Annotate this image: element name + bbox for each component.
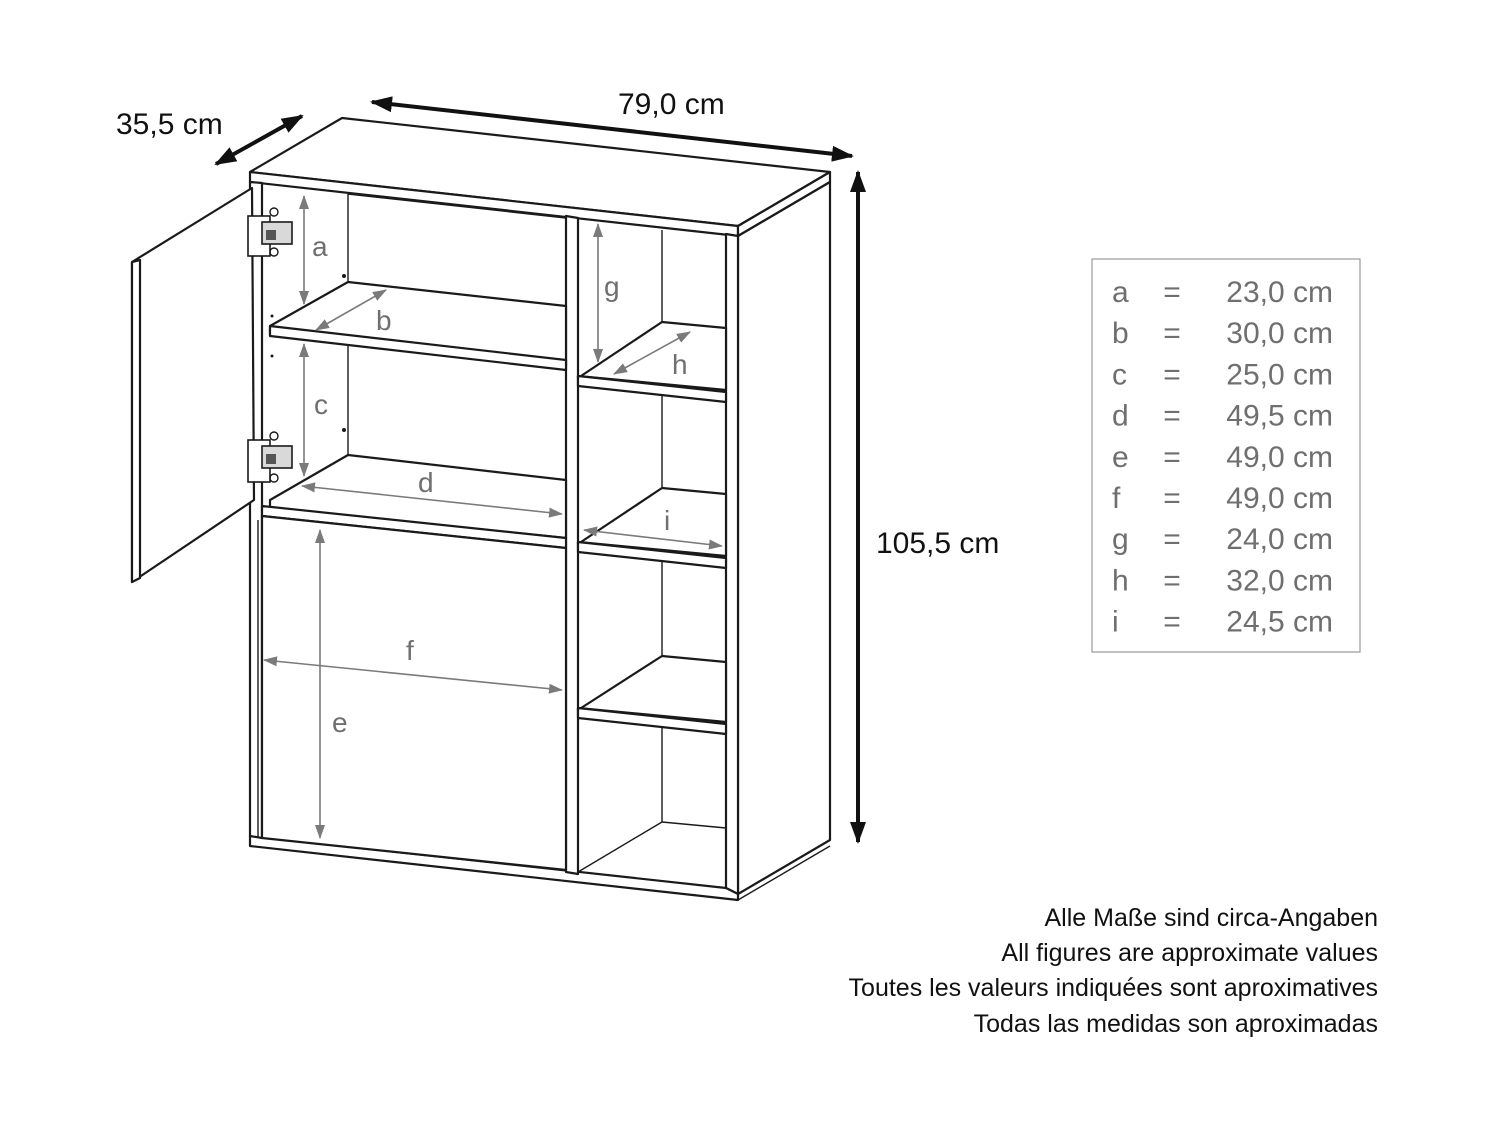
depth-label: 35,5 cm [116, 108, 223, 141]
legend-value-h: 32,0 cm [1226, 564, 1333, 597]
shelf-pins [270, 274, 346, 432]
label-b: b [376, 305, 392, 336]
legend-value-f: 49,0 cm [1226, 482, 1333, 515]
hinge-top [247, 207, 293, 257]
legend-eq-g: = [1163, 523, 1181, 556]
legend-value-b: 30,0 cm [1226, 317, 1333, 350]
note-de: Alle Maße sind circa-Angaben [1045, 904, 1379, 932]
overall-dimensions: 79,0 cm 35,5 cm 105,5 cm [116, 88, 999, 844]
legend-eq-a: = [1163, 276, 1181, 309]
label-a: a [312, 231, 328, 262]
note-fr: Toutes les valeurs indiquées sont aproxi… [849, 974, 1378, 1002]
legend-eq-i: = [1163, 606, 1181, 639]
label-e: e [332, 707, 348, 738]
legend-key-c: c [1112, 358, 1127, 391]
open-door [130, 186, 256, 584]
legend-value-c: 25,0 cm [1226, 358, 1333, 391]
legend-eq-f: = [1163, 482, 1181, 515]
lower-front-panel [260, 514, 568, 872]
label-c: c [314, 389, 328, 420]
legend-key-d: d [1112, 400, 1129, 433]
legend-eq-b: = [1163, 317, 1181, 350]
middle-divider [564, 214, 580, 876]
note-en: All figures are approximate values [1001, 939, 1378, 967]
legend-key-e: e [1112, 441, 1129, 474]
legend-value-g: 24,0 cm [1226, 523, 1333, 556]
legend-key-f: f [1112, 482, 1121, 515]
legend-value-d: 49,5 cm [1226, 400, 1333, 433]
label-d: d [418, 467, 434, 498]
label-h: h [672, 349, 688, 380]
inner-dimensions: a b c d e f g h i [263, 195, 723, 839]
legend-key-h: h [1112, 564, 1129, 597]
note-es: Todas las medidas son aproximadas [974, 1010, 1378, 1038]
open-door-edge [130, 258, 142, 584]
bottom-side-edge [737, 845, 831, 901]
cabinet-drawing [130, 116, 832, 902]
legend-key-a: a [1112, 276, 1129, 309]
left-upper-shelf-front [268, 324, 568, 372]
label-g: g [604, 271, 620, 302]
right-side-front-edge [724, 232, 740, 896]
legend-value-i: 24,5 cm [1226, 606, 1333, 639]
right-shelves [576, 320, 728, 873]
height-label: 105,5 cm [876, 527, 999, 560]
legend-key-i: i [1112, 606, 1119, 639]
dimension-legend: a = 23,0 cm b = 30,0 cm c = 25,0 cm d = 49,5 cm e = 49… [1091, 258, 1361, 653]
right-side-panel [736, 180, 832, 896]
legend-eq-e: = [1163, 441, 1181, 474]
legend-value-e: 49,0 cm [1226, 441, 1333, 474]
legend-key-b: b [1112, 317, 1129, 350]
approximation-notes: Alle Maße sind circa-Angaben All figures… [849, 904, 1378, 1038]
legend-value-a: 23,0 cm [1226, 276, 1333, 309]
legend-eq-c: = [1163, 358, 1181, 391]
hinge-bottom [247, 431, 293, 483]
legend-key-g: g [1112, 523, 1129, 556]
legend-eq-h: = [1163, 564, 1181, 597]
width-label: 79,0 cm [618, 88, 725, 121]
label-f: f [406, 635, 414, 666]
bottom-panel [248, 834, 740, 902]
label-i: i [664, 505, 670, 536]
legend-eq-d: = [1163, 400, 1181, 433]
